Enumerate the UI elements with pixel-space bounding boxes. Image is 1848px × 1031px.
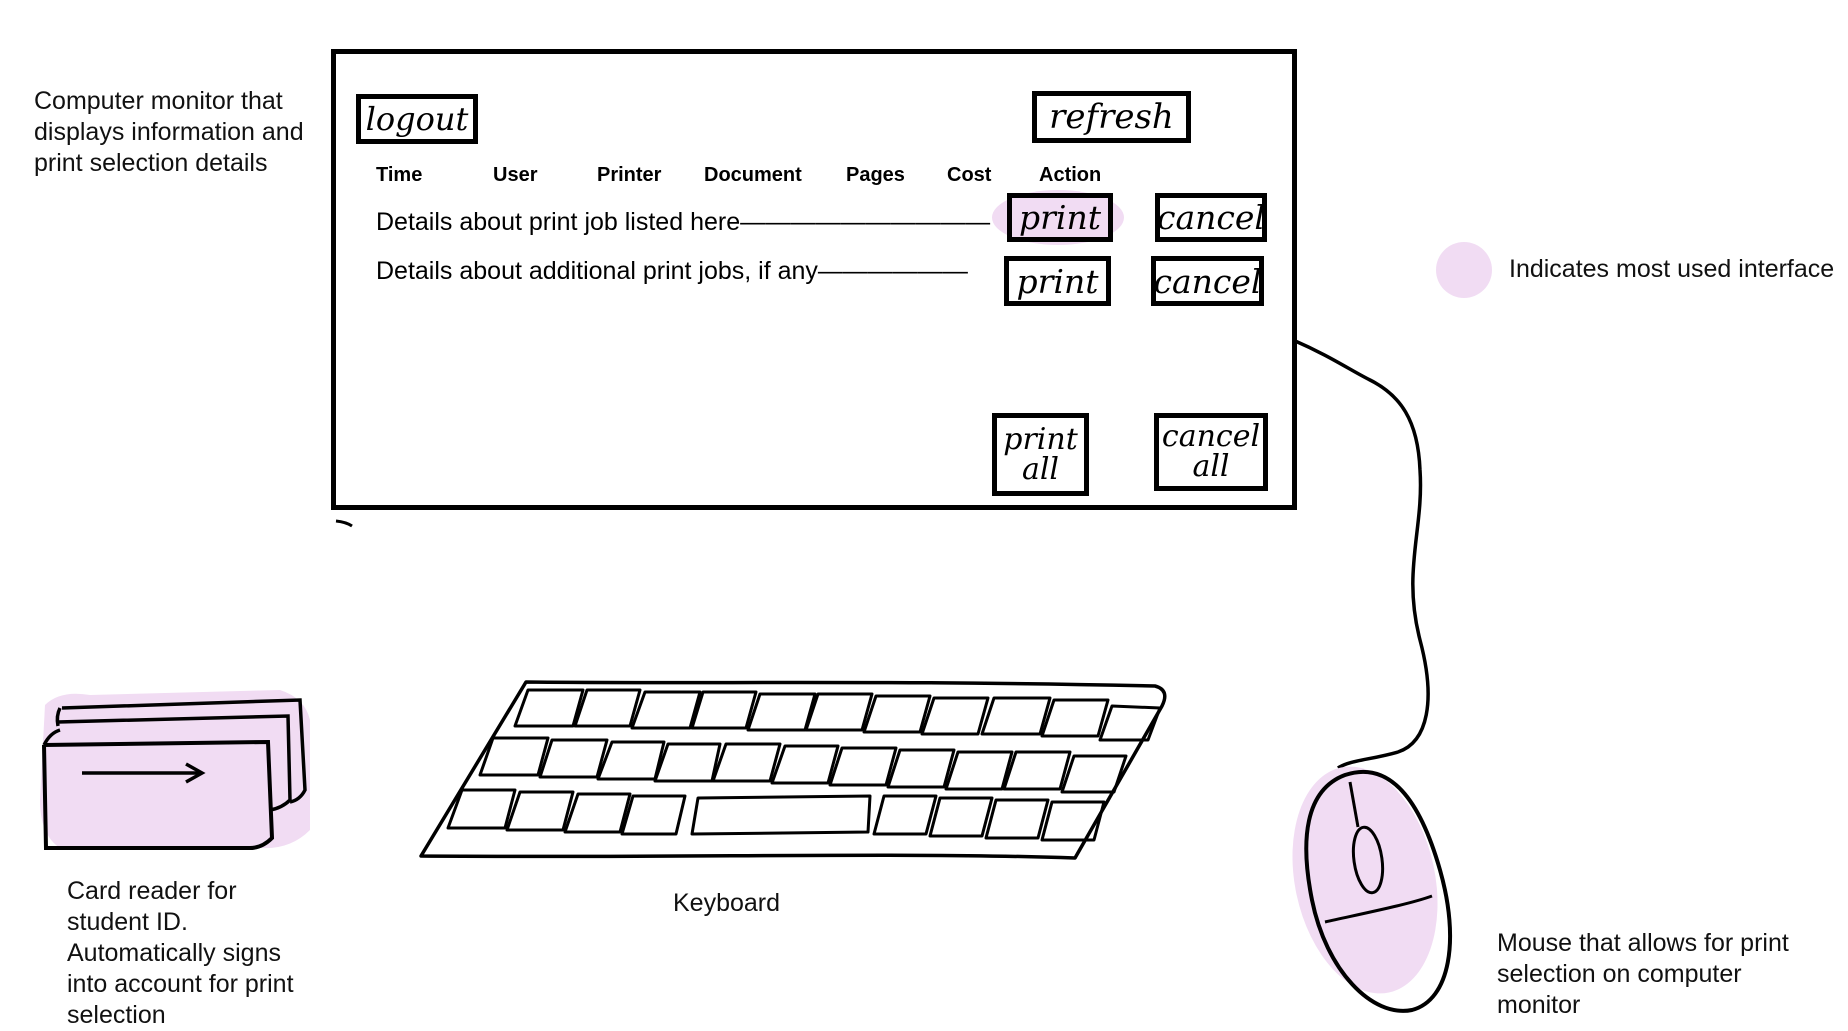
legend-swatch (1436, 242, 1492, 298)
cancel-all-label: cancel (1161, 419, 1261, 454)
monitor-screen (331, 49, 1297, 510)
cancel-button[interactable]: cancel (1151, 256, 1264, 306)
card-reader-note-line: Card reader for (67, 877, 237, 905)
column-action: Action (1039, 164, 1102, 186)
column-time: Time (376, 164, 423, 186)
mouse-icon (1292, 766, 1453, 1013)
print-job-row-1: Details about print job listed here—————… (376, 208, 991, 236)
mouse-note: Mouse that allows for print selection on… (1497, 928, 1789, 1021)
print-all-label: print (1003, 421, 1078, 457)
cancel-all-label: all (1192, 449, 1230, 484)
column-document: Document (704, 164, 802, 186)
keyboard-label: Keyboard (673, 889, 781, 917)
print-button[interactable]: print (1007, 193, 1113, 242)
card-reader-note-line: into account for print (67, 970, 294, 998)
column-cost: Cost (947, 164, 992, 186)
cancel-all-button[interactable]: cancel all (1154, 413, 1268, 491)
print-job-row-2: Details about additional print jobs, if … (376, 257, 968, 285)
monitor-note: Computer monitor that displays informati… (34, 86, 304, 179)
sketch-mark (335, 519, 353, 528)
logout-button[interactable]: logout (356, 94, 478, 144)
column-printer: Printer (597, 164, 662, 186)
mouse-note-line: monitor (1497, 991, 1581, 1019)
card-reader-note-line: Automatically signs (67, 939, 281, 967)
column-user: User (493, 164, 538, 186)
column-pages: Pages (846, 164, 905, 186)
monitor-note-line: print selection details (34, 149, 268, 177)
cancel-button[interactable]: cancel (1155, 193, 1267, 242)
legend-label: Indicates most used interface (1509, 255, 1835, 283)
card-reader-note-line: selection (67, 1001, 166, 1029)
refresh-button[interactable]: refresh (1032, 91, 1191, 143)
print-button[interactable]: print (1004, 256, 1111, 306)
print-all-button[interactable]: print all (992, 413, 1089, 496)
mouse-cable (1292, 338, 1430, 770)
mouse-note-line: selection on computer (1497, 960, 1742, 988)
mouse-note-line: Mouse that allows for print (1497, 929, 1789, 957)
keyboard-icon (419, 680, 1167, 860)
card-reader-note-line: student ID. (67, 908, 188, 936)
card-reader-note: Card reader for student ID. Automaticall… (67, 876, 294, 1031)
print-all-label: all (1021, 451, 1060, 487)
card-reader-icon (40, 690, 310, 850)
monitor-note-line: Computer monitor that (34, 87, 283, 115)
monitor-note-line: displays information and (34, 118, 304, 146)
